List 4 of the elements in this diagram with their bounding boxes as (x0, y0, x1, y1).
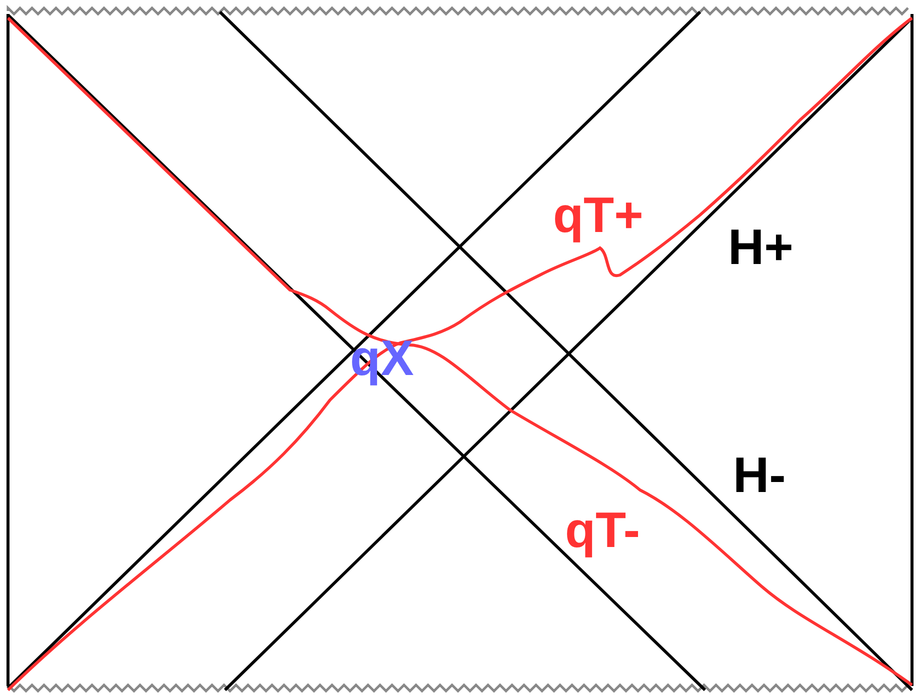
curve-label: qT- (565, 505, 640, 555)
curve-label: qT+ (553, 190, 644, 240)
horizon-label: H- (733, 450, 786, 500)
horizon-label: H+ (728, 222, 794, 272)
